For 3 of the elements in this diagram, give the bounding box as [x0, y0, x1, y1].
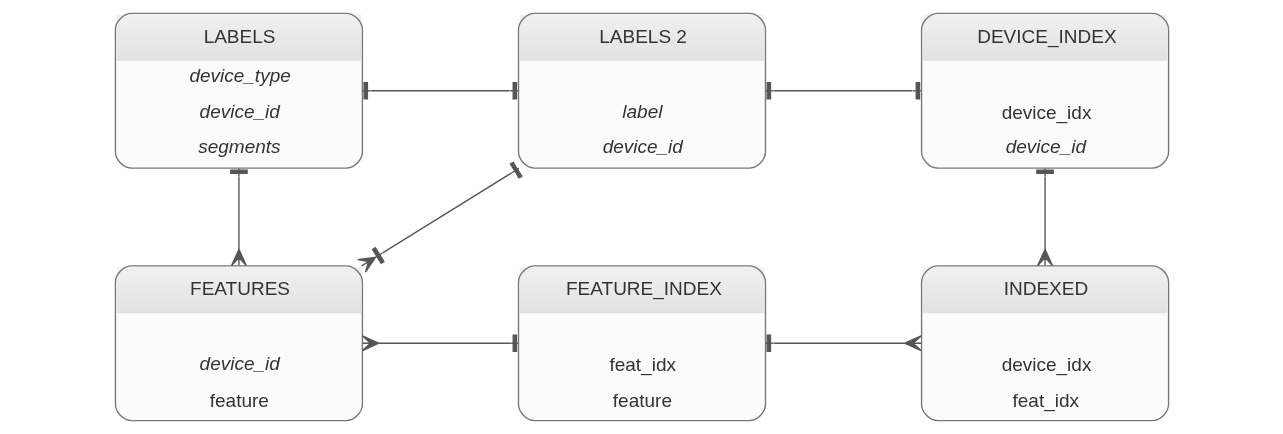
connector	[229, 167, 248, 267]
connector	[1035, 167, 1054, 267]
connector	[356, 161, 523, 273]
